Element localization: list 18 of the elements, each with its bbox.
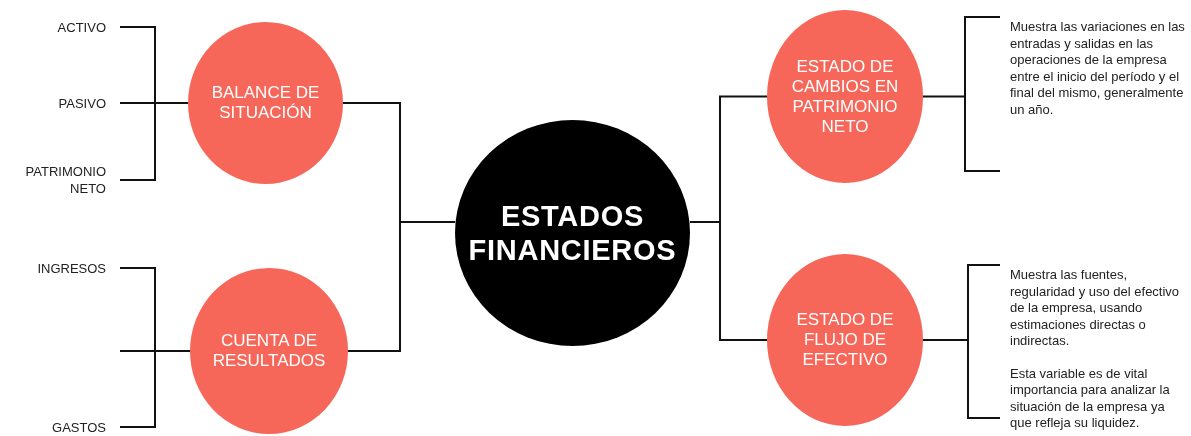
bracket-connector (347, 221, 456, 352)
description-text: Muestra las variaciones en las entradas y salidas en las operaciones de la empresa entre el inicio del período y el final del mismo, generalmente un año. (1010, 19, 1186, 118)
description-text: Esta variable es de vital importancia para analizar la situación de la empresa ya que refleja su liquidez. (1010, 365, 1171, 432)
bracket-connector (922, 264, 1001, 419)
central-title: ESTADOS FINANCIEROS (467, 199, 678, 267)
topic-title: ESTADO DE FLUJO DE EFECTIVO (795, 310, 895, 370)
topic-title: ESTADO DE CAMBIOS EN PATRIMONIO NETO (790, 56, 900, 137)
item-label: PATRIMONIO NETO (0, 162, 120, 198)
item-label: PASIVO (20, 94, 120, 112)
description-text: Muestra las fuentes, regularidad y uso del efectivo de la empresa, usando estimaciones directas o indirectas. (1010, 267, 1181, 350)
item-label: GASTOS (20, 418, 120, 436)
item-label: INGRESOS (20, 259, 120, 277)
item-label: ACTIVO (20, 18, 120, 36)
topic-title: CUENTA DE RESULTADOS (211, 331, 327, 371)
bracket-connector (689, 221, 768, 341)
topic-title: BALANCE DE SITUACIÓN (210, 83, 321, 123)
bracket-connector (119, 102, 189, 181)
bracket-connector (922, 16, 1001, 172)
